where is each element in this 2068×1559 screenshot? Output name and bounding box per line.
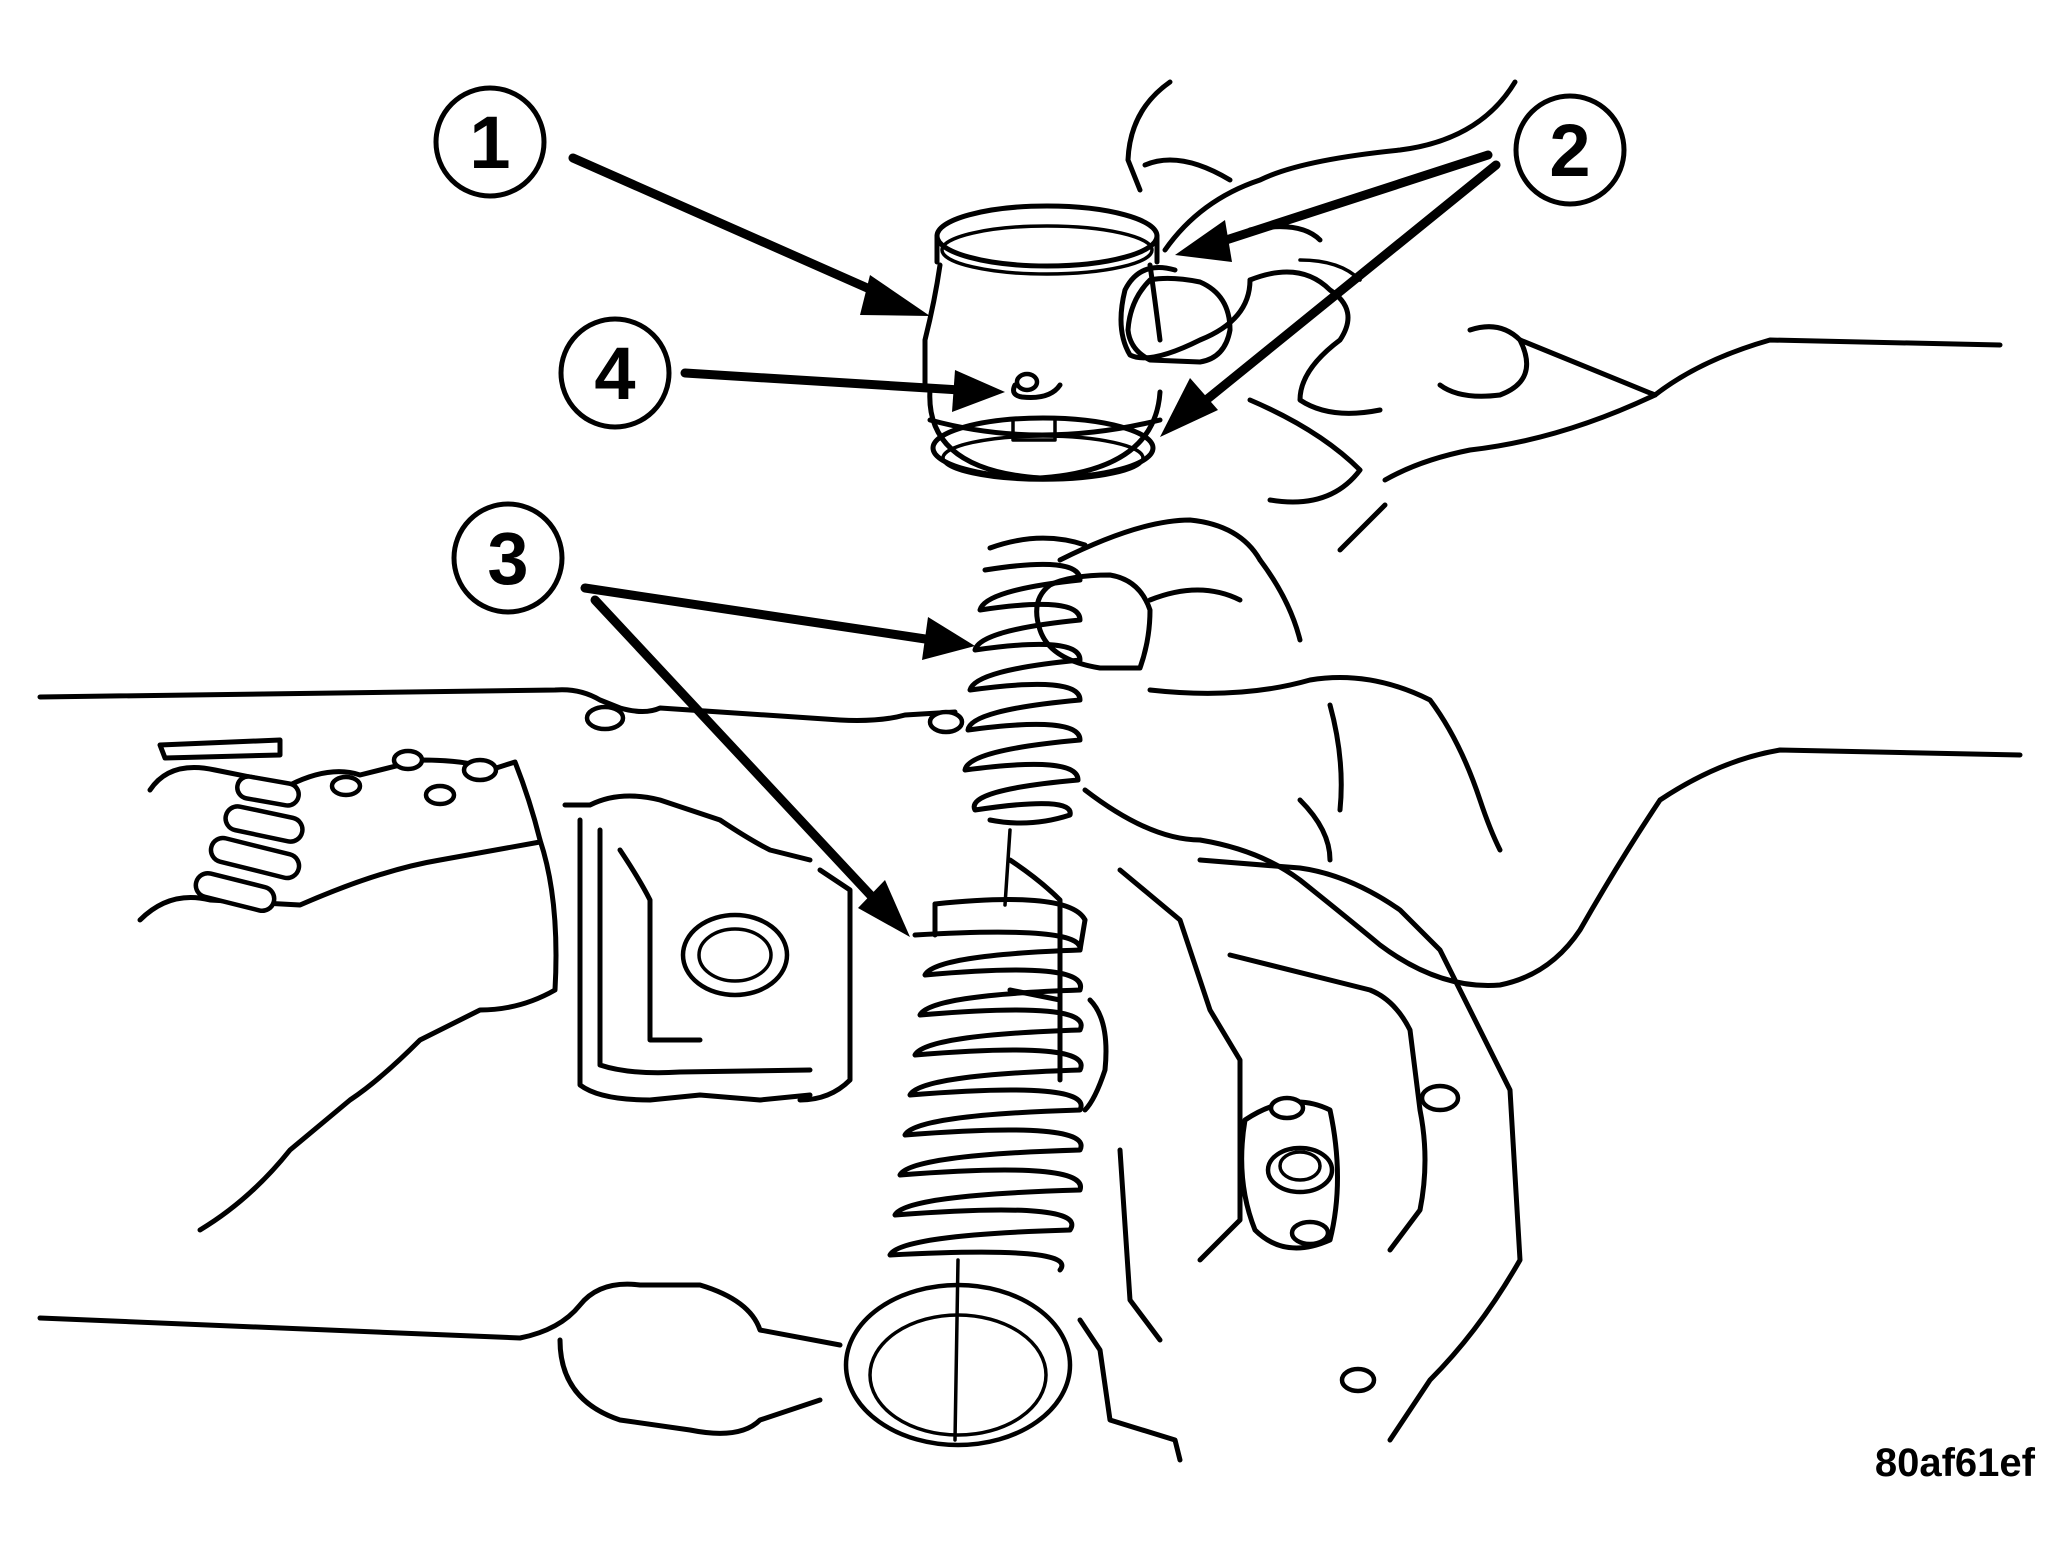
svg-text:1: 1 bbox=[469, 101, 510, 184]
svg-text:4: 4 bbox=[594, 332, 635, 415]
callout-3: 3 bbox=[451, 501, 565, 615]
svg-text:3: 3 bbox=[487, 517, 528, 600]
accumulator-piston bbox=[922, 203, 1163, 482]
callout-4: 4 bbox=[558, 316, 672, 430]
lower-spring bbox=[887, 897, 1109, 1442]
casting-hole bbox=[584, 704, 626, 732]
technician-hand bbox=[1034, 79, 2023, 988]
casting-slots bbox=[193, 774, 305, 914]
leader-arrows bbox=[568, 150, 1501, 937]
figure-id: 80af61ef bbox=[1875, 1441, 2036, 1485]
callout-1: 1 bbox=[433, 85, 547, 199]
upper-spring bbox=[962, 535, 1088, 907]
svg-text:2: 2 bbox=[1549, 109, 1590, 192]
seal-gap-pin bbox=[1011, 371, 1063, 400]
boss bbox=[680, 912, 790, 998]
valve-body-casting bbox=[37, 687, 1523, 1463]
callout-2: 2 bbox=[1513, 93, 1627, 207]
right-boss bbox=[1239, 1095, 1340, 1251]
